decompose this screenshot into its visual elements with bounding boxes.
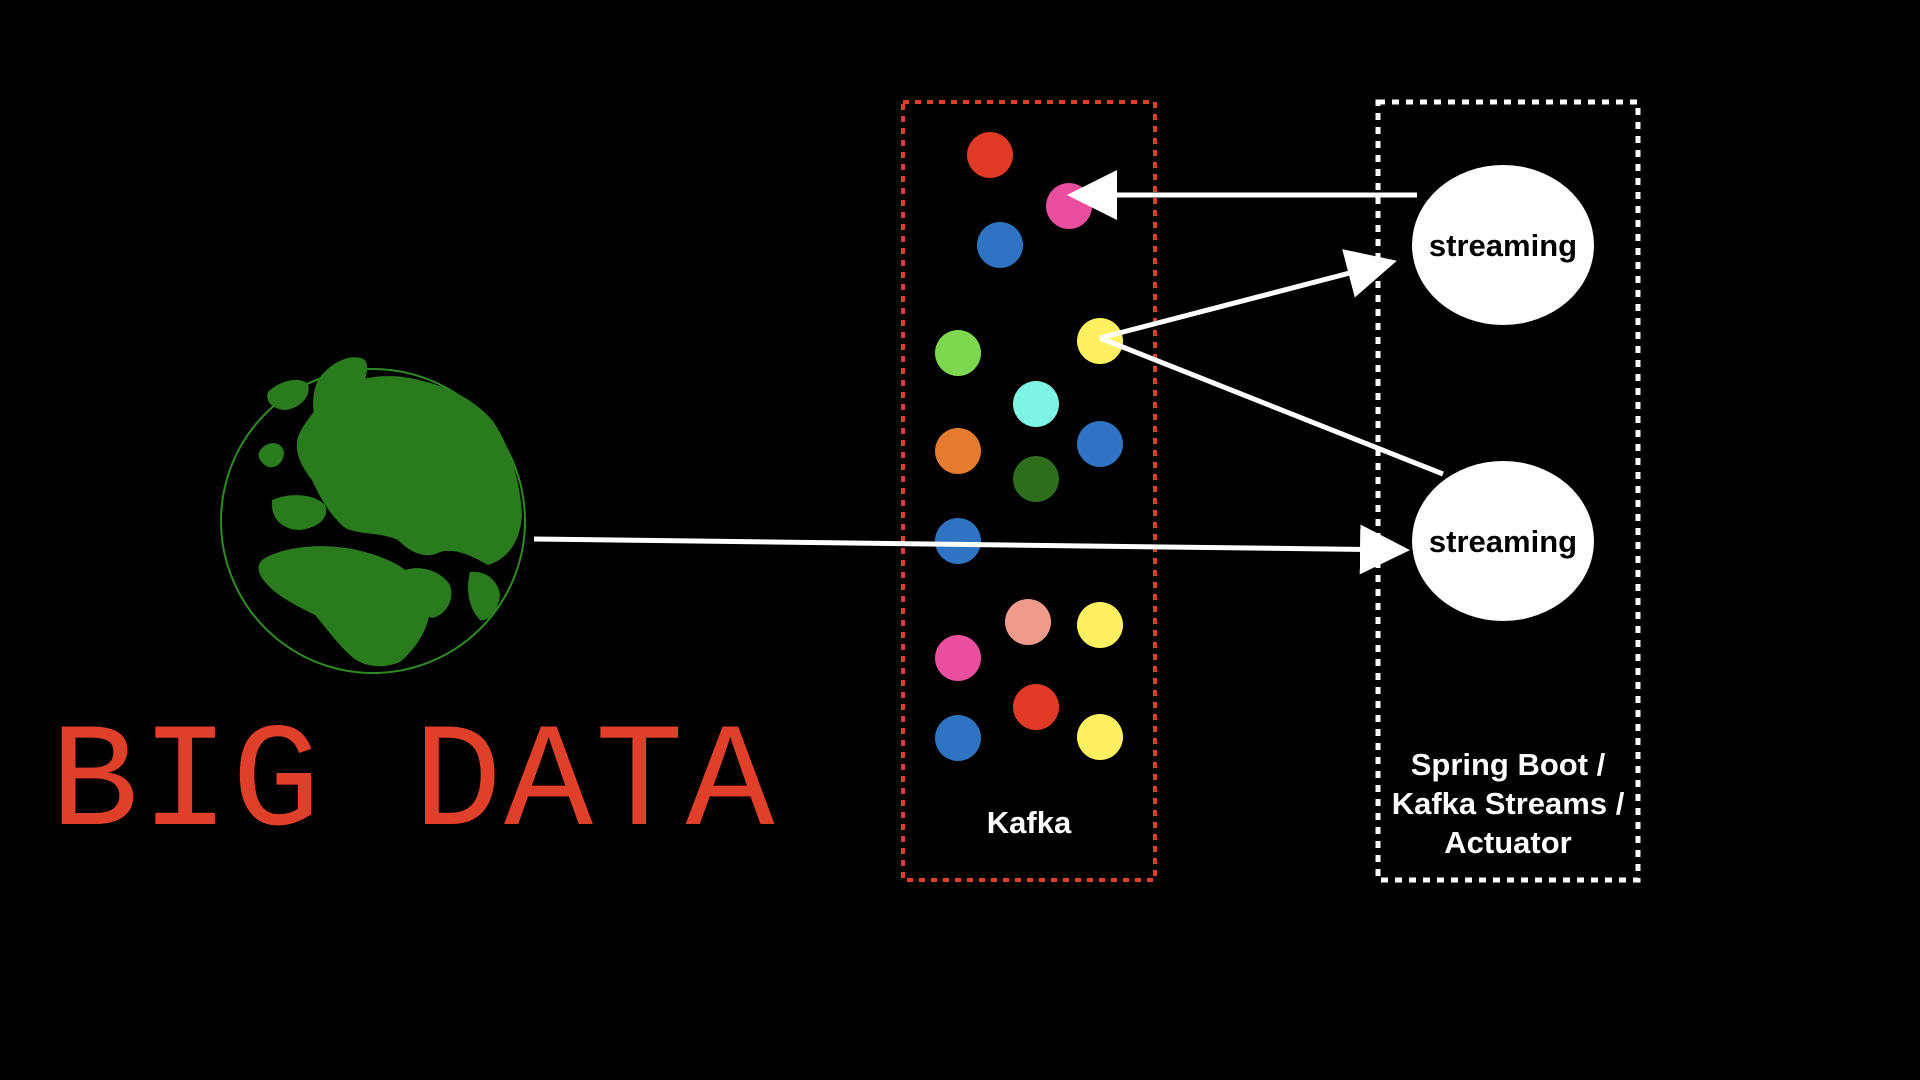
- kafka-message-dot: [935, 635, 981, 681]
- kafka-message-dot: [935, 715, 981, 761]
- globe-icon: [220, 357, 526, 674]
- kafka-message-dot: [1013, 381, 1059, 427]
- kafka-message-dot: [1077, 421, 1123, 467]
- kafka-message-dot: [935, 330, 981, 376]
- streaming-node: [1412, 165, 1594, 325]
- kafka-box: [901, 100, 1157, 882]
- kafka-message-dot: [935, 518, 981, 564]
- streaming-node: [1412, 461, 1594, 621]
- spring-boot-label: Spring Boot / Kafka Streams / Actuator: [1378, 745, 1638, 862]
- edges: [533, 170, 1444, 575]
- streaming-node-label: streaming: [1428, 524, 1578, 559]
- spring-boot-label-line: Actuator: [1444, 825, 1572, 860]
- spring-boot-box: [1375, 99, 1641, 883]
- spring-boot-label-line: Spring Boot /: [1410, 747, 1606, 782]
- kafka-message-dot: [967, 132, 1013, 178]
- kafka-message-dot: [935, 428, 981, 474]
- kafka-message-dot: [977, 222, 1023, 268]
- edge-yellow-message-to-stream1: [1099, 249, 1397, 341]
- kafka-message-dot: [1077, 318, 1123, 364]
- edge-globe-to-stream2: [533, 524, 1410, 575]
- globe-land: [258, 357, 522, 667]
- kafka-message-dot: [1077, 714, 1123, 760]
- kafka-label: Kafka: [986, 805, 1072, 840]
- big-data-title: BIG DATA: [50, 702, 777, 869]
- kafka-message-dot: [1005, 599, 1051, 645]
- kafka-message-dot: [1046, 183, 1092, 229]
- streaming-node-label: streaming: [1428, 228, 1578, 263]
- edge-yellow-message-to-stream2: [1099, 335, 1444, 477]
- kafka-message-dot: [1077, 602, 1123, 648]
- spring-boot-label-line: Kafka Streams /: [1391, 786, 1625, 821]
- streaming-nodes: [1412, 165, 1594, 621]
- kafka-messages: [935, 132, 1123, 761]
- kafka-message-dot: [1013, 456, 1059, 502]
- kafka-message-dot: [1013, 684, 1059, 730]
